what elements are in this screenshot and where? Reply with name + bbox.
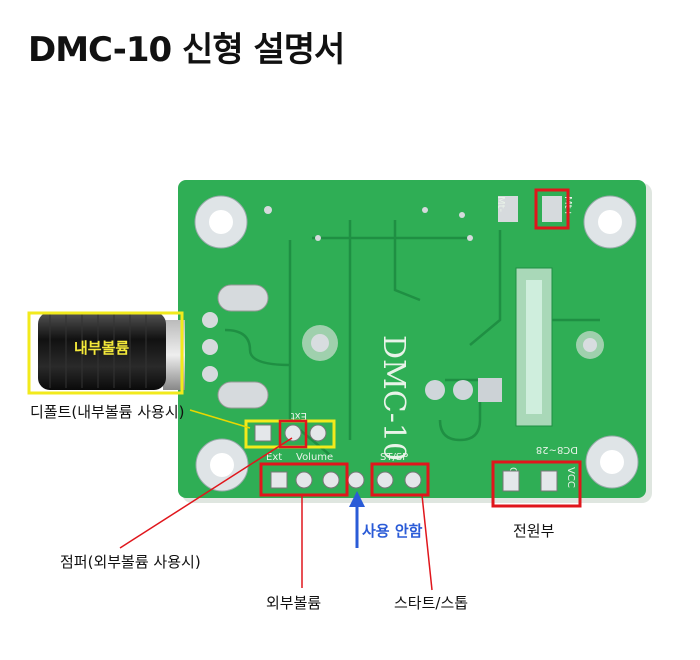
vcc-silkscreen: VCC	[565, 467, 576, 488]
jumper-pin-highlight	[278, 419, 308, 449]
external-volume-highlight	[259, 462, 349, 497]
internal-volume-label: 내부볼륨	[74, 339, 130, 357]
default-leader-line	[189, 409, 251, 429]
jumper-leader-line	[119, 437, 293, 549]
default-label: 디폴트(내부볼륨 사용시)	[30, 403, 185, 421]
dc-silkscreen: DC8~28	[536, 444, 578, 455]
power-highlight	[491, 460, 582, 508]
model-silkscreen: DMC-10	[376, 335, 411, 461]
internal-volume-highlight	[27, 311, 184, 395]
motor-terminal-highlight	[534, 188, 570, 230]
volume-silkscreen: Volume	[296, 452, 333, 463]
mt-minus-silkscreen: Mt-	[495, 196, 506, 213]
unused-label: 사용 안함	[362, 522, 423, 540]
unused-arrow-icon	[349, 491, 365, 548]
stsp-silkscreen: ST/SP	[380, 452, 408, 463]
ext-silkscreen: Ext	[266, 452, 282, 463]
jumper-label: 점퍼(외부볼륨 사용시)	[60, 553, 201, 571]
start-stop-leader-line	[421, 494, 433, 591]
start-stop-highlight	[370, 462, 430, 497]
external-volume-label: 외부볼륨	[266, 594, 322, 612]
header-pins	[254, 424, 558, 492]
page-title: DMC-10 신형 설명서	[28, 30, 345, 70]
potentiometer-knob	[38, 312, 185, 390]
ext-small-silkscreen: Ext	[291, 410, 307, 421]
pcb-board	[178, 180, 652, 503]
power-label: 전원부	[513, 522, 555, 540]
start-stop-label: 스타트/스톱	[394, 594, 469, 612]
